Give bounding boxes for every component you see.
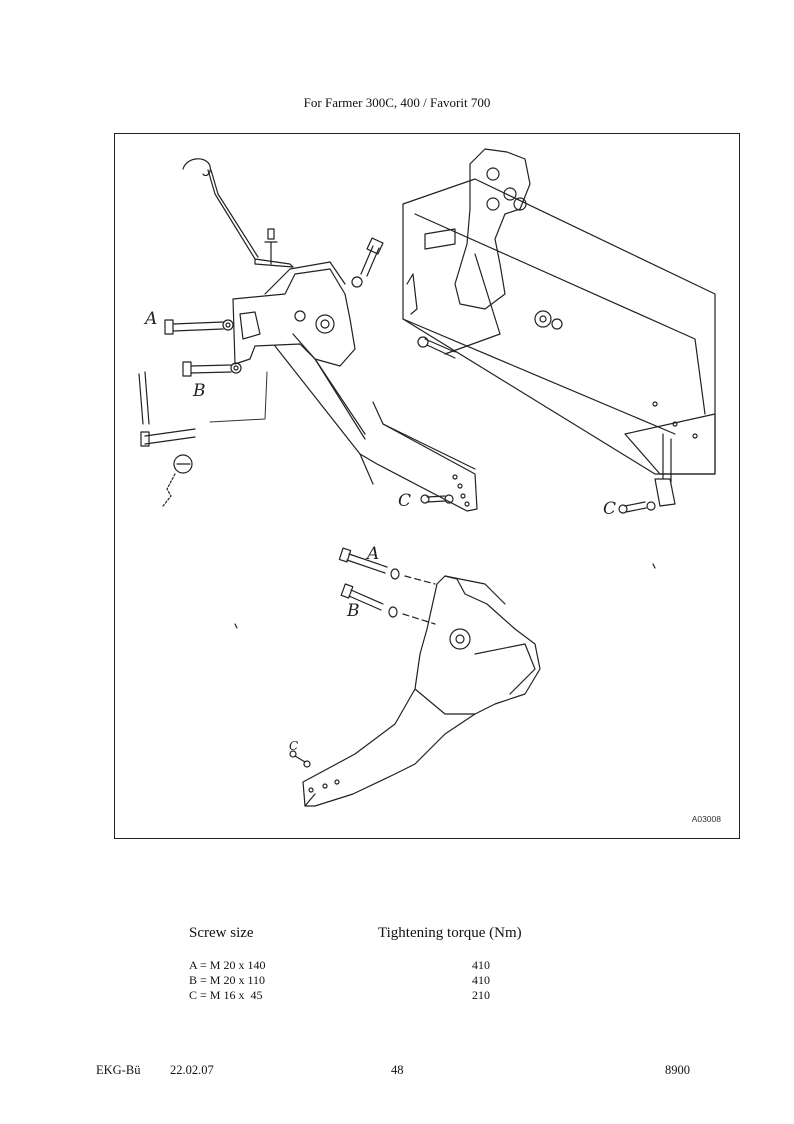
torque-value: 210 xyxy=(472,988,490,1002)
torque-header: Tightening torque (Nm) xyxy=(378,925,522,941)
callout-b-top: B xyxy=(192,381,206,401)
callout-a-top: A xyxy=(143,309,157,329)
screw-size-header: Screw size xyxy=(189,925,254,941)
callout-c-right: C xyxy=(603,499,616,519)
screw-spec: C = M 16 x 45 xyxy=(189,988,263,1002)
screw-spec: A = M 20 x 140 xyxy=(189,958,266,972)
lower-bracket-assembly xyxy=(234,547,656,807)
callout-a-bottom: A xyxy=(365,544,379,564)
exploded-assembly-drawing: A B C C A B C xyxy=(138,148,716,807)
figure-id-label: A03008 xyxy=(691,814,721,824)
upper-left-bracket-assembly xyxy=(138,158,478,512)
screw-spec: B = M 20 x 110 xyxy=(189,973,265,987)
footer-document-code: 8900 xyxy=(665,1063,690,1077)
assembly-figure: A B C C A B C A03008 xyxy=(114,133,740,839)
callout-b-bottom: B xyxy=(346,601,360,621)
callout-c-bottom: C xyxy=(289,739,298,753)
torque-value: 410 xyxy=(472,958,490,972)
page-header-title: For Farmer 300C, 400 / Favorit 700 xyxy=(303,95,491,110)
footer-date: 22.02.07 xyxy=(170,1063,214,1077)
callout-c-left: C xyxy=(398,491,411,511)
tractor-frame xyxy=(402,148,716,514)
footer-page-number: 48 xyxy=(391,1063,404,1077)
footer-author: EKG-Bü xyxy=(96,1063,141,1077)
torque-value: 410 xyxy=(472,973,490,987)
